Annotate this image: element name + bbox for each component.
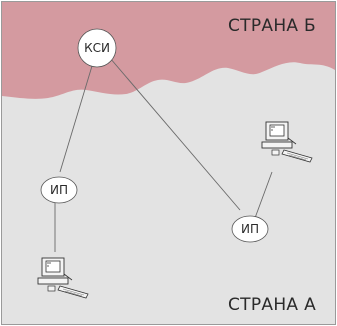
link-ksi-ip-right bbox=[109, 57, 241, 211]
node-ksi-label: КСИ bbox=[84, 41, 110, 55]
country-b-region bbox=[2, 2, 335, 99]
link-ksi-ip-left bbox=[59, 65, 93, 173]
country-b-label: СТРАНА Б bbox=[228, 16, 316, 36]
country-a-label: СТРАНА А bbox=[228, 295, 316, 315]
node-ip-left: ИП bbox=[40, 176, 78, 204]
link-ip-right-computer bbox=[254, 171, 273, 219]
node-ksi: КСИ bbox=[77, 28, 117, 68]
node-ip-left-label: ИП bbox=[50, 183, 68, 197]
computer-icon bbox=[261, 121, 313, 163]
computer-icon bbox=[37, 257, 89, 299]
node-ip-right: ИП bbox=[231, 215, 269, 243]
node-ip-right-label: ИП bbox=[241, 222, 259, 236]
